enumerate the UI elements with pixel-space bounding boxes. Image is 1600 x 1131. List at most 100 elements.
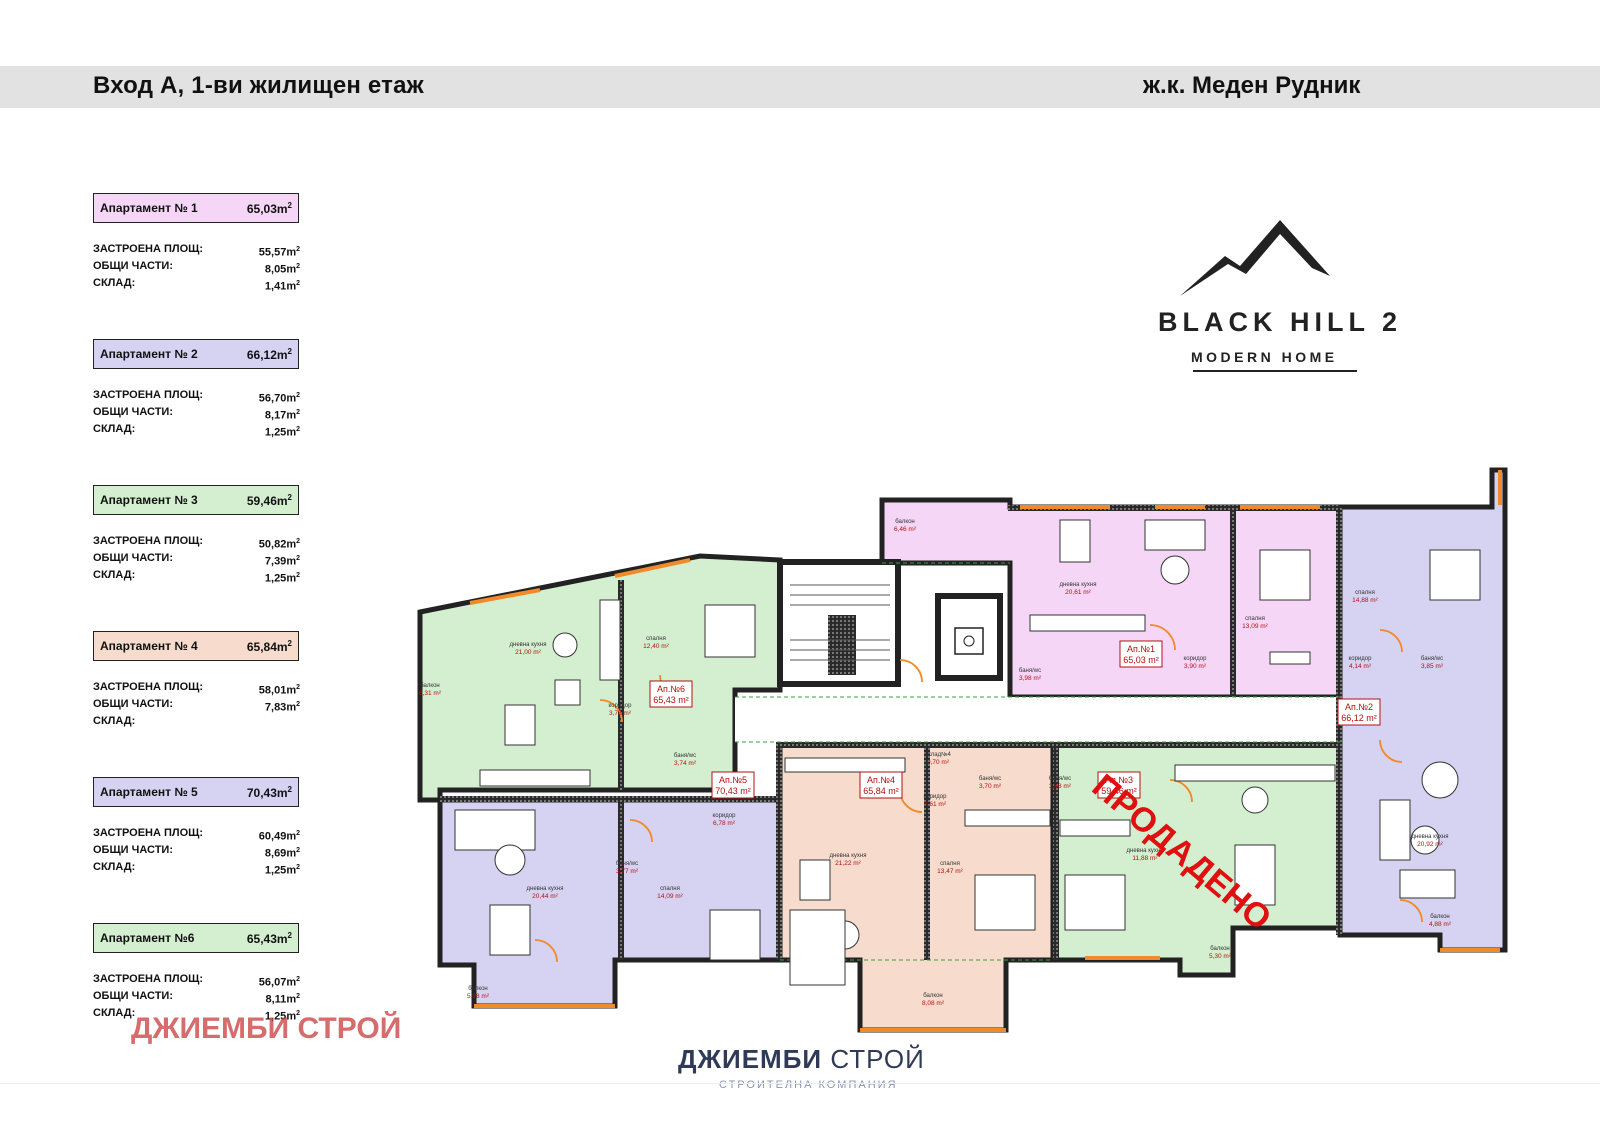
row-unit: m (286, 847, 297, 860)
apartment-tag-box (1097, 771, 1141, 799)
area-unit-power: 2 (287, 930, 292, 940)
apartment-tag-name: Ап.№6 (657, 684, 685, 694)
row-value: 7,39m2 (265, 550, 300, 568)
apartment-tag-area: 65,43 m² (653, 695, 689, 705)
room-area: 3,75 m² (609, 710, 632, 717)
row-unit: m (286, 993, 297, 1006)
row-value: 50,82m2 (258, 533, 300, 551)
apartment-name: Апартамент № 3 (100, 493, 198, 507)
room-area: 20,61 m² (1065, 589, 1091, 596)
apartment-row: ОБЩИ ЧАСТИ:7,83m2 (93, 696, 300, 714)
room-area: 3,70 m² (979, 783, 1002, 790)
row-label: СКЛАД: (93, 861, 136, 873)
room-area: 14,09 m² (657, 893, 683, 900)
row-value: 1,25m2 (265, 1005, 300, 1023)
apartment-tag-area: 70,43 m² (715, 786, 751, 796)
apartment-row: ЗАСТРОЕНА ПЛОЩ:58,01m2 (93, 679, 300, 697)
room-name: коридор (924, 794, 948, 800)
room-name: балкон (895, 519, 914, 525)
row-unit-power: 2 (296, 1010, 300, 1017)
apartment-name: Апартамент № 5 (100, 785, 198, 799)
company-name-regular: СТРОЙ (830, 1044, 925, 1074)
row-value-number: 1,41 (264, 280, 287, 293)
row-unit: m (286, 409, 297, 422)
row-unit: m (286, 701, 297, 714)
room-name: дневна кухня (1412, 834, 1449, 840)
row-value-number: 1,25 (264, 426, 287, 439)
row-unit-power: 2 (296, 830, 300, 837)
apartment-area: 65,03m2 (247, 201, 292, 216)
apartment-area-value: 65,43 (246, 931, 277, 946)
apartment-row: ЗАСТРОЕНА ПЛОЩ:50,82m2 (93, 533, 300, 551)
room-name: склад№4 (925, 751, 951, 758)
row-label: ОБЩИ ЧАСТИ: (93, 406, 173, 418)
area-unit-power: 2 (287, 346, 292, 356)
apartment-name: Апартамент №6 (100, 931, 195, 945)
row-value-number: 1,25 (264, 572, 287, 585)
apartment-row: ОБЩИ ЧАСТИ:8,05m2 (93, 258, 300, 276)
room-area: 5,98 m² (467, 993, 490, 1000)
row-value: 8,11m2 (266, 988, 301, 1006)
row-value-number: 8,69 (264, 847, 287, 860)
logo-subtitle: MODERN HOME (1191, 349, 1338, 365)
room-area: 6,78 m² (713, 820, 736, 827)
room-area: 14,88 m² (1352, 597, 1378, 604)
row-label: ЗАСТРОЕНА ПЛОЩ: (93, 243, 204, 255)
apartment-area-value: 65,84 (246, 639, 277, 654)
room-name: балкон (468, 986, 487, 992)
apartment-tag-name: Ап.№1 (1127, 644, 1155, 654)
room-area: 5,30 m² (1209, 953, 1232, 960)
row-unit: m (286, 392, 297, 405)
row-unit-power: 2 (296, 572, 300, 579)
apartment-row: ЗАСТРОЕНА ПЛОЩ:55,57m2 (93, 241, 300, 259)
row-unit: m (286, 263, 297, 276)
row-value: 1,25m2 (264, 567, 300, 585)
apartment-tag-area: 65,03 m² (1123, 655, 1159, 665)
apartment-row: ЗАСТРОЕНА ПЛОЩ:56,07m2 (93, 971, 300, 989)
area-unit: m (276, 201, 288, 216)
row-value: 60,49m2 (259, 825, 300, 843)
room-name: коридор (713, 813, 737, 819)
room-area: 6,46 m² (894, 526, 917, 533)
room-area: 12,40 m² (643, 643, 669, 650)
room-area: 0,70 m² (927, 759, 950, 766)
row-value: 56,07m2 (259, 971, 300, 989)
room-area: 13,47 m² (937, 868, 963, 875)
row-label: СКЛАД: (93, 423, 136, 435)
row-value: 1,41m2 (264, 275, 300, 293)
room-area: 3,98 m² (1019, 675, 1042, 682)
apartment-row: ЗАСТРОЕНА ПЛОЩ:56,70m2 (93, 387, 300, 405)
row-unit: m (286, 1010, 297, 1023)
row-value: 8,69m2 (264, 842, 300, 860)
apartment-area: 70,43m2 (247, 785, 292, 800)
logo-title: BLACK HILL 2 (1158, 307, 1403, 337)
area-unit-power: 2 (287, 492, 292, 502)
footer-divider (0, 1083, 1600, 1084)
row-value-number: 8,17 (264, 409, 287, 422)
apartment-tag-box (649, 680, 693, 708)
room-name: коридор (1184, 656, 1208, 662)
apartment-row: СКЛАД: 1,25m2 (93, 859, 300, 877)
row-unit: m (286, 280, 297, 293)
room-area: 13,09 m² (1242, 623, 1268, 630)
row-unit: m (286, 426, 297, 439)
company-name-bold: ДЖИЕМБИ (678, 1044, 823, 1074)
apartment-row: СКЛАД:1,41m2 (93, 275, 300, 293)
room-name: баня/wc (1019, 668, 1041, 674)
page-title: Вход А, 1-ви жилищен етаж (93, 72, 424, 99)
complex-name: ж.к. Меден Рудник (1143, 72, 1361, 99)
company-name: ДЖИЕМБИ СТРОЙ (678, 1044, 925, 1075)
row-value-number: 7,83 (264, 701, 287, 714)
room-area: 6,31 m² (419, 690, 442, 697)
row-value-number: 50,82 (258, 538, 287, 551)
room-name: спалня (660, 886, 680, 892)
apartment-row: ОБЩИ ЧАСТИ:7,39m2 (93, 550, 300, 568)
room-area: 3,74 m² (674, 760, 697, 767)
row-value: 1,25m2 (265, 859, 300, 877)
room-area: 3,48 m² (1049, 783, 1072, 790)
